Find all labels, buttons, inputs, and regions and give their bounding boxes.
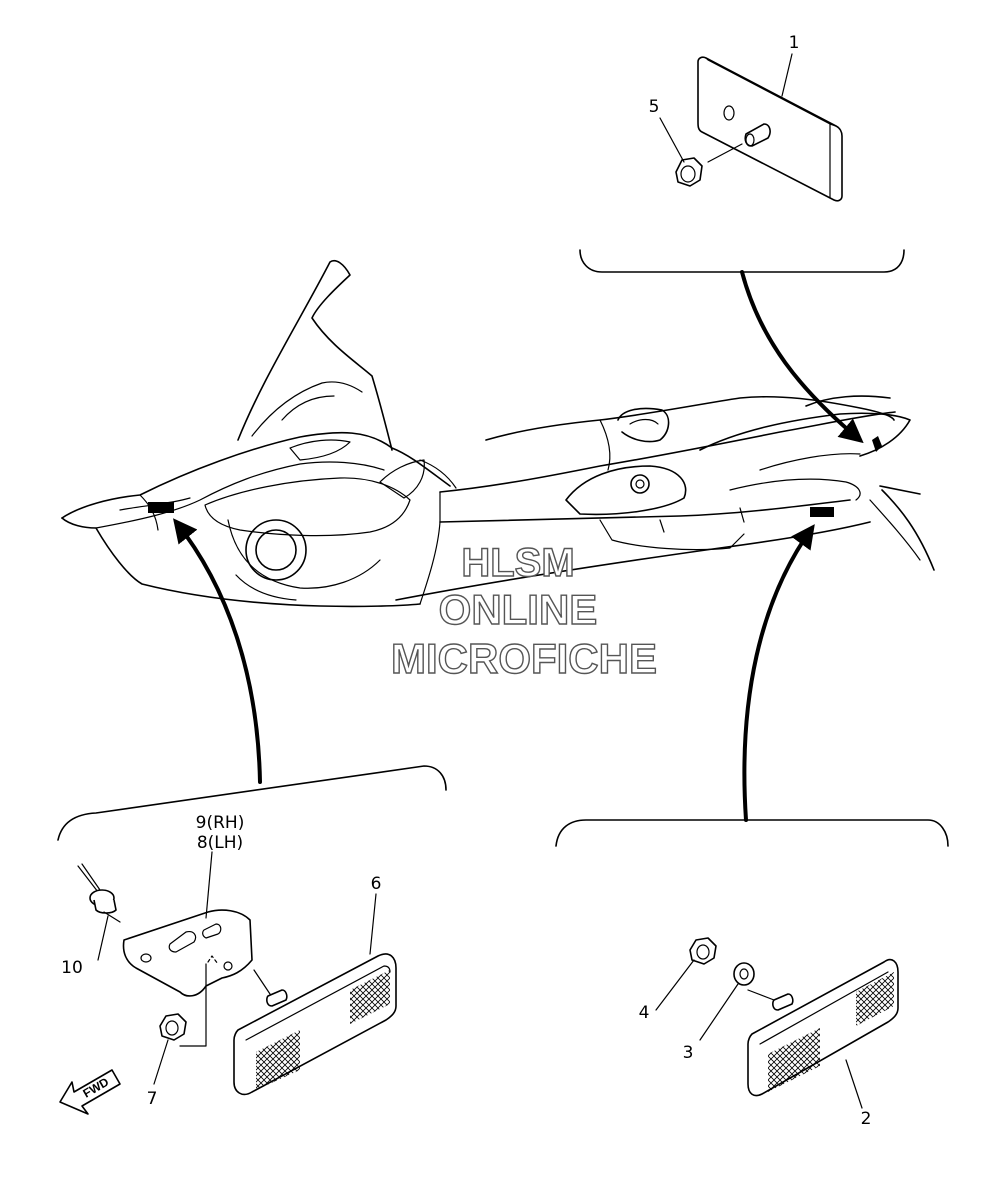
callout-5: 5 (649, 97, 660, 117)
callout-7: 7 (147, 1089, 158, 1109)
callout-1: 1 (789, 33, 800, 53)
detail-rear-reflector (655, 937, 899, 1109)
leader-curves (173, 270, 864, 822)
callout-4: 4 (639, 1003, 650, 1023)
watermark-line-2: ONLINE (439, 586, 598, 633)
fwd-arrow-icon: FWD (59, 1069, 121, 1115)
callout-9: 9(RH) (196, 813, 245, 833)
callout-3: 3 (683, 1043, 694, 1063)
callout-2: 2 (861, 1109, 872, 1129)
callout-6: 6 (371, 874, 382, 894)
callout-10: 10 (61, 958, 83, 978)
detail-license-plate (659, 53, 843, 202)
callout-labels: 1 5 9(RH) 8(LH) 6 10 7 4 3 2 (61, 33, 871, 1129)
detail-brackets (57, 249, 949, 847)
watermark-line-1: HLSM (461, 541, 574, 585)
callout-8: 8(LH) (197, 833, 243, 853)
snowmobile-illustration (61, 259, 935, 608)
detail-front-reflector: FWD (59, 851, 397, 1115)
watermark-line-3: MICROFICHE (391, 635, 657, 682)
watermark: HLSM ONLINE MICROFICHE (390, 540, 657, 682)
